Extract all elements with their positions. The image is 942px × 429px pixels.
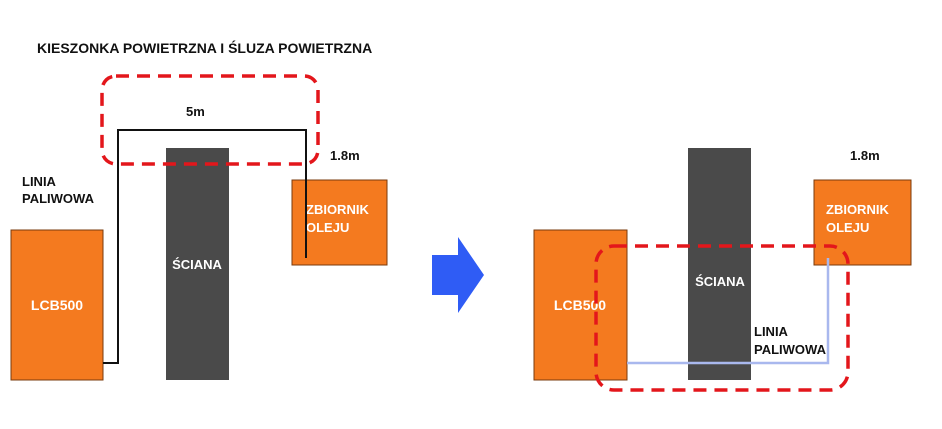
- right-arrow-icon: [432, 237, 484, 313]
- right-fuel-line: [627, 258, 830, 365]
- left-lcb500-block: [10, 229, 104, 381]
- left-wall-label: ŚCIANA: [172, 257, 222, 272]
- right-lcb500-block: [533, 229, 628, 381]
- right-tank-block: [813, 179, 912, 266]
- right-diagram: LCB500 ŚCIANA ZBIORNIK OLEJU 1.8m LINIA …: [533, 148, 912, 392]
- right-wall-label: ŚCIANA: [695, 274, 745, 289]
- left-tank-label-line1: ZBIORNIK: [306, 202, 369, 217]
- left-lcb500-label: LCB500: [31, 297, 83, 313]
- right-lcb500-label: LCB500: [554, 297, 606, 313]
- right-distance-side-label: 1.8m: [850, 148, 880, 163]
- left-distance-side-label: 1.8m: [330, 148, 360, 163]
- right-fuel-line-label-line1: LINIA: [754, 324, 789, 339]
- left-wall: [166, 148, 229, 380]
- left-distance-top-label: 5m: [186, 104, 205, 119]
- left-fuel-line-label-line1: LINIA: [22, 174, 57, 189]
- left-air-pocket-outline: [100, 74, 320, 166]
- right-wall: [688, 148, 751, 380]
- right-fuel-line-label-line2: PALIWOWA: [754, 342, 827, 357]
- right-fuel-line-outline: [594, 244, 850, 392]
- left-tank-label-line2: OLEJU: [306, 220, 349, 235]
- right-tank-label-line1: ZBIORNIK: [826, 202, 889, 217]
- left-fuel-line-label-line2: PALIWOWA: [22, 191, 95, 206]
- left-tank-block: [291, 179, 388, 266]
- left-fuel-line: [103, 129, 307, 364]
- left-diagram: LCB500 ŚCIANA ZBIORNIK OLEJU 5m 1.8m LIN…: [10, 74, 388, 381]
- right-tank-label-line2: OLEJU: [826, 220, 869, 235]
- diagram-title: KIESZONKA POWIETRZNA I ŚLUZA POWIETRZNA: [37, 39, 372, 56]
